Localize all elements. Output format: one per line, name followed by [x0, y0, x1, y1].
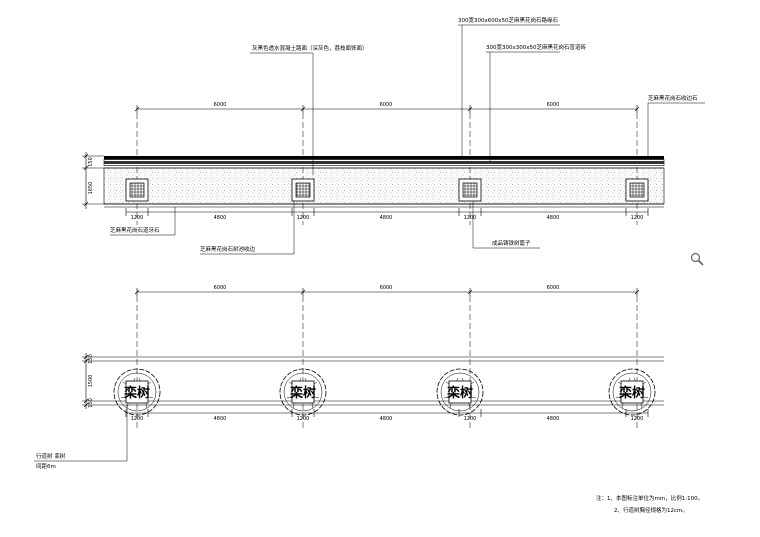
tree-pit-3 [458, 178, 482, 202]
tree-symbol-3: 栾树 [436, 368, 484, 416]
lower-left-dim-2: 1500 [88, 375, 94, 388]
upper-bottom-dim-4: 4800 [380, 215, 393, 221]
lower-left-dimension [82, 353, 104, 409]
lower-bottom-dim-5: 1200 [464, 416, 477, 422]
lower-bottom-dim-6: 4800 [547, 416, 560, 422]
upper-plan: 6000 6000 6000 [82, 16, 705, 255]
upper-top-dim-2: 6000 [380, 102, 393, 108]
note-line-2: 2、行道树胸径规格为12cm。 [614, 506, 688, 514]
tree-pit-1 [125, 178, 149, 202]
lower-top-dim-3: 6000 [547, 285, 560, 291]
upper-top-dim-1: 6000 [214, 102, 227, 108]
tree-label-4: 栾树 [618, 385, 645, 401]
tree-symbol-2: 栾树 [279, 368, 327, 416]
tree-label-1: 栾树 [123, 385, 150, 401]
edge-stone-band [104, 156, 664, 160]
upper-bottom-dim-2: 4800 [214, 215, 227, 221]
lower-bottom-dim-3: 1200 [297, 416, 310, 422]
upper-bottom-dim-1: 1200 [131, 215, 144, 221]
callout-tactile-paving: 300宽300x300x50芝麻黑花岗石盲道砖 [486, 43, 587, 51]
lower-top-dim-1: 6000 [214, 285, 227, 291]
lower-sidewalk-lines [104, 356, 664, 406]
lower-plan: 6000 6000 6000 栾树 栾树 [34, 285, 664, 470]
upper-left-dimension [82, 152, 104, 209]
lower-top-dim-2: 6000 [380, 285, 393, 291]
tree-pit-2 [291, 178, 315, 202]
permeable-concrete-pavement [103, 167, 665, 205]
lower-left-dim-1: 150 [88, 354, 94, 364]
upper-top-dimension [134, 105, 640, 113]
upper-left-dim-2: 150 [88, 157, 94, 167]
upper-bottom-dim-6: 4800 [547, 215, 560, 221]
callout-tree-pit-edge: 芝麻黑花岗石树池收边 [200, 245, 256, 253]
callout-road-curb: 芝麻黑花岗石道牙石 [110, 226, 160, 234]
tree-symbol-4: 栾树 [608, 368, 656, 416]
callout-street-tree: 行道树 栾树 [36, 452, 66, 460]
upper-bottom-dimension [125, 208, 649, 216]
upper-callout-leaders-bottom [110, 201, 540, 255]
tree-pit-4 [625, 178, 649, 202]
tree-label-2: 栾树 [289, 385, 316, 401]
curb-hatch [103, 159, 665, 166]
magnifier-icon[interactable] [690, 252, 704, 266]
lower-bottom-dim-2: 4800 [214, 416, 227, 422]
upper-bottom-dim-3: 1200 [297, 215, 310, 221]
callout-tree-grate: 成品铸铁树篦子 [492, 239, 531, 247]
tree-label-3: 栾树 [446, 385, 473, 401]
lower-left-dim-3: 150 [88, 398, 94, 408]
upper-callout-leaders-top [250, 24, 705, 175]
lower-bottom-dim-4: 4800 [380, 416, 393, 422]
upper-bottom-dim-5: 1200 [464, 215, 477, 221]
lower-top-dimension [134, 288, 640, 296]
lower-bottom-dim-7: 1200 [631, 416, 644, 422]
upper-left-dim-1: 1650 [88, 182, 94, 195]
upper-bottom-dim-7: 1200 [631, 215, 644, 221]
lower-bottom-dimension [125, 409, 649, 417]
upper-top-dim-3: 6000 [547, 102, 560, 108]
note-line-1: 注：1、本图标注单位为mm，比例1:100。 [596, 494, 703, 502]
lower-callout-leader [34, 405, 128, 462]
callout-edge-stone: 芝麻黑花岗石收边石 [648, 94, 698, 102]
lower-center-lines [136, 296, 638, 430]
callout-tree-spacing: 间距6m [36, 462, 56, 470]
tree-symbol-1: 栾树 [113, 368, 161, 416]
callout-permeable-pavement: 灰黑色透水混凝土路面（深灰色，荔枝面饰面） [252, 44, 368, 52]
lower-bottom-dim-1: 1200 [131, 416, 144, 422]
callout-curb-stone: 300宽300x600x50芝麻黑花岗石路缘石 [458, 16, 559, 24]
